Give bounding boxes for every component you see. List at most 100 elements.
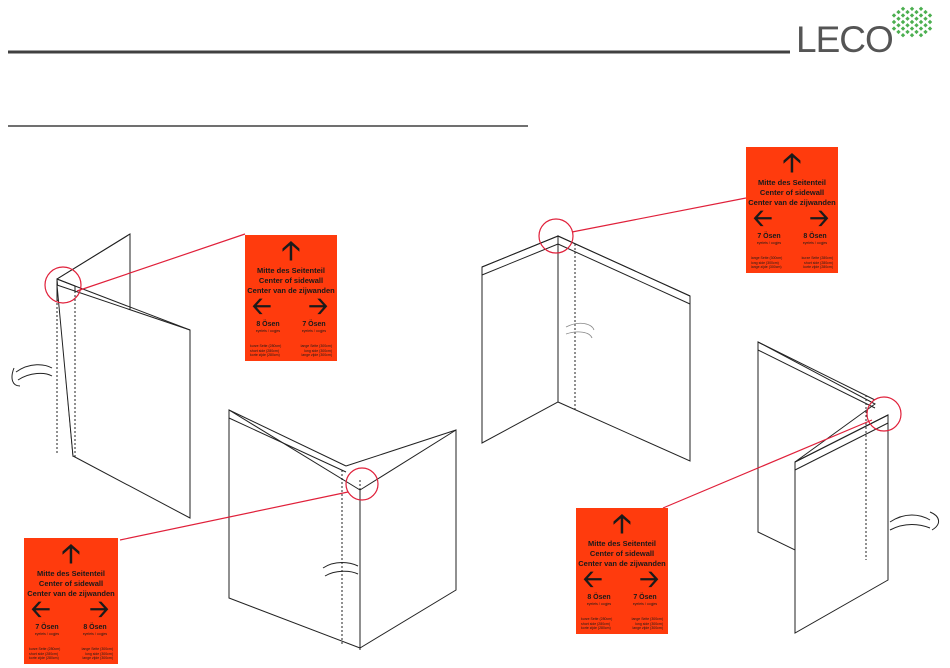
sidewall-panel-c — [481, 235, 691, 462]
logo-mark-cell — [914, 29, 919, 35]
logo-mark-cell — [927, 19, 933, 25]
left-size-text: kurze Seite (280cm)short side (280cm)kor… — [29, 647, 61, 660]
callout-line-c — [571, 197, 747, 233]
logo-mark-cell — [909, 33, 915, 38]
arrow-up-icon: 🡡 — [782, 147, 802, 177]
leco-logo: LECO — [796, 19, 894, 60]
right-eyelet-sub: eyelets / oogjes — [632, 602, 658, 606]
arrow-left-icon: 🡠 — [753, 205, 773, 232]
logo-mark-cell — [905, 23, 910, 28]
logo-mark-cell — [896, 29, 901, 35]
left-size-text: kurze Seite (280cm)short side (280cm)kor… — [581, 617, 613, 630]
callout-line-d — [662, 419, 873, 509]
arrow-right-icon: 🡢 — [809, 205, 829, 232]
logo-mark-cell — [891, 19, 897, 25]
arrow-up-icon: 🡡 — [281, 235, 301, 265]
right-size-text: lange Seite (300cm)long side (300cm)lang… — [81, 647, 113, 660]
logo-mark-cell — [900, 13, 906, 18]
left-eyelet-count: 8 Ösen — [587, 594, 611, 601]
title-de: Mitte des Seitenteil — [588, 539, 656, 548]
right-size-text: kurze Seite (280cm)short side (280cm)kor… — [801, 256, 833, 269]
left-eyelet-sub: eyelets / oogjes — [756, 241, 782, 245]
sidewall-panel-d — [757, 341, 939, 634]
orientation-label-4: 🡡 Mitte des Seitenteil Center of sidewal… — [576, 508, 668, 634]
title-de: Mitte des Seitenteil — [37, 569, 105, 578]
callout-line-b — [119, 491, 349, 541]
logo-mark-cell — [900, 26, 906, 31]
logo-mark-cell — [909, 13, 915, 18]
label-titles: Mitte des Seitenteil Center of sidewall … — [24, 569, 118, 599]
logo-mark-cell — [909, 19, 915, 25]
arrow-left-icon: 🡠 — [31, 596, 51, 623]
callout-circle-c — [538, 218, 574, 254]
logo-mark-cell — [923, 23, 928, 28]
logo-mark-cell — [896, 9, 901, 15]
logo-mark-cell — [891, 13, 897, 18]
left-eyelet-count: 8 Ösen — [256, 321, 280, 328]
left-eyelet-sub: eyelets / oogjes — [255, 329, 281, 333]
logo-mark-cell — [905, 9, 910, 15]
arrow-left-icon: 🡠 — [252, 293, 272, 320]
title-en: Center of sidewall — [759, 188, 825, 197]
title-nl: Center van de zijwanden — [578, 559, 666, 568]
logo-mark-cell — [909, 6, 915, 11]
title-nl: Center van de zijwanden — [247, 286, 335, 295]
logo-mark-cell — [923, 16, 928, 21]
sidewall-panel-b — [228, 409, 457, 650]
left-eyelet-count: 7 Ösen — [757, 233, 781, 240]
orientation-label-1: 🡡 Mitte des Seitenteil Center of sidewal… — [245, 235, 337, 361]
right-eyelet-sub: eyelets / oogjes — [82, 632, 108, 636]
title-de: Mitte des Seitenteil — [758, 178, 826, 187]
logo-mark-cell — [918, 26, 924, 31]
right-eyelet-sub: eyelets / oogjes — [802, 241, 828, 245]
arrow-up-icon: 🡡 — [61, 538, 81, 568]
logo-mark-cell — [900, 19, 906, 25]
label-titles: Mitte des Seitenteil Center of sidewall … — [576, 539, 668, 569]
left-eyelet-sub: eyelets / oogjes — [34, 632, 60, 636]
right-eyelet-count: 7 Ösen — [633, 594, 657, 601]
logo-mark-cell — [923, 29, 928, 35]
label-titles: Mitte des Seitenteil Center of sidewall … — [245, 266, 337, 296]
logo-mark-cell — [905, 29, 910, 35]
logo-mark-cell — [918, 13, 924, 18]
logo-mark-cell — [914, 16, 919, 21]
right-eyelet-count: 8 Ösen — [803, 233, 827, 240]
title-de: Mitte des Seitenteil — [257, 266, 325, 275]
logo-mark-cell — [923, 9, 928, 15]
left-size-text: lange Seite (300cm)long side (300cm)lang… — [751, 256, 783, 269]
logo-mark-cell — [909, 26, 915, 31]
logo-mark-cell — [914, 23, 919, 28]
arrow-up-icon: 🡡 — [612, 508, 632, 538]
logo-mark-cell — [918, 19, 924, 25]
arrow-right-icon: 🡢 — [308, 293, 328, 320]
logo-mark-cell — [900, 6, 906, 11]
title-en: Center of sidewall — [38, 579, 104, 588]
right-size-text: lange Seite (300cm)long side (300cm)lang… — [300, 344, 332, 357]
sidewall-panel-a — [11, 233, 191, 519]
logo-mark-cell — [927, 26, 933, 31]
orientation-label-3: 🡡 Mitte des Seitenteil Center of sidewal… — [746, 147, 838, 273]
logo-mark-cell — [896, 16, 901, 21]
logo-mark-cell — [918, 6, 924, 11]
callout-circle-d — [866, 396, 902, 432]
arrow-right-icon: 🡢 — [639, 566, 659, 593]
callout-circle-b — [345, 467, 379, 501]
right-size-text: lange Seite (300cm)long side (300cm)lang… — [631, 617, 663, 630]
title-en: Center of sidewall — [589, 549, 655, 558]
title-nl: Center van de zijwanden — [27, 589, 115, 598]
left-eyelet-sub: eyelets / oogjes — [586, 602, 612, 606]
callout-circle-a — [44, 266, 82, 304]
logo-mark-cell — [896, 23, 901, 28]
arrow-left-icon: 🡠 — [583, 566, 603, 593]
right-eyelet-count: 7 Ösen — [302, 321, 326, 328]
label-titles: Mitte des Seitenteil Center of sidewall … — [746, 178, 838, 208]
left-size-text: kurze Seite (280cm)short side (280cm)kor… — [250, 344, 282, 357]
logo-mark-cell — [918, 33, 924, 38]
logo-mark-cell — [914, 9, 919, 15]
callout-line-a — [76, 233, 246, 292]
logo-mark-icon — [891, 6, 933, 38]
logo-mark-cell — [905, 16, 910, 21]
right-eyelet-sub: eyelets / oogjes — [301, 329, 327, 333]
logo-mark-cell — [891, 26, 897, 31]
